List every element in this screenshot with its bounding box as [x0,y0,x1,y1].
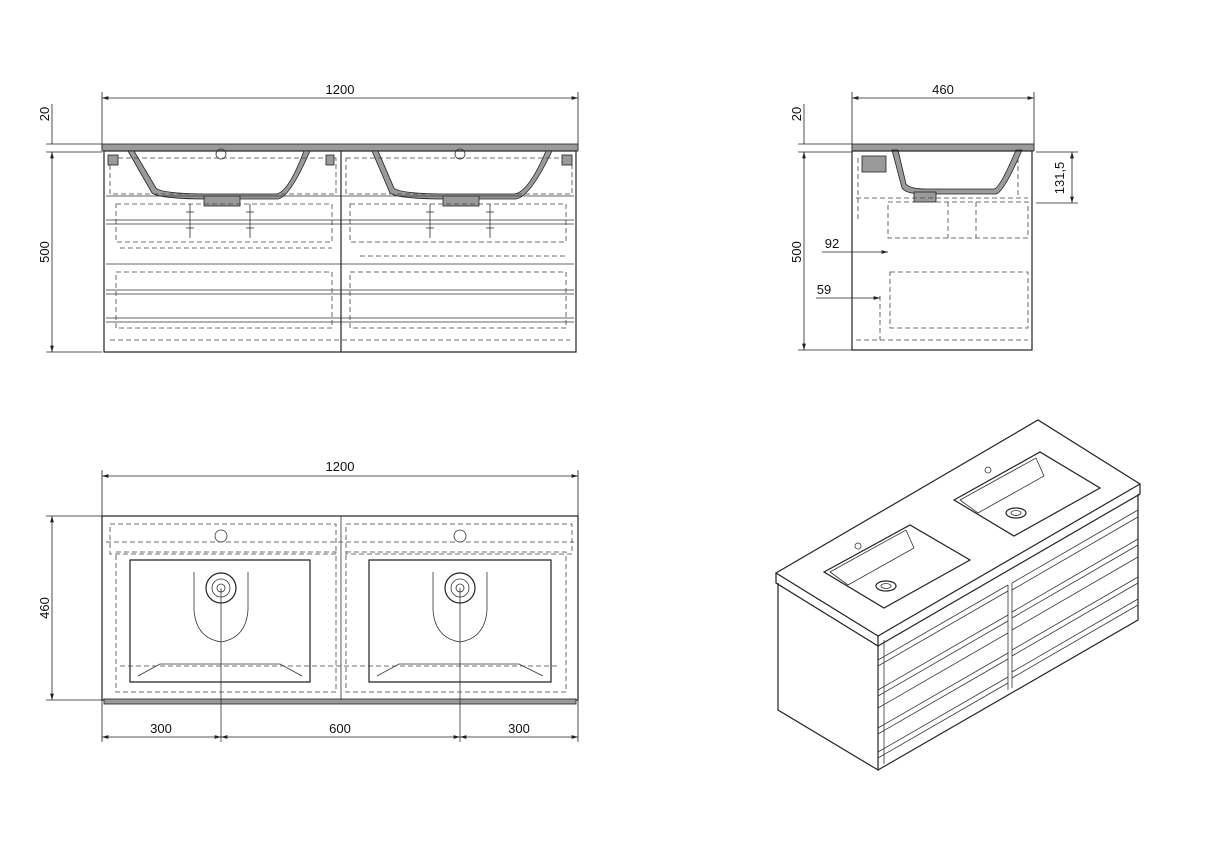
side-basin-depth-label: 131,5 [1052,162,1067,195]
side-top-thickness-label: 20 [789,107,804,121]
side-depth-label: 460 [932,82,954,97]
top-center-spacing-label: 600 [329,721,351,736]
top-width-label: 1200 [326,459,355,474]
top-depth-label: 460 [37,597,52,619]
side-view: 460 20 500 131,5 92 59 [789,82,1078,351]
front-width-label: 1200 [326,82,355,97]
side-offset-lower-label: 59 [817,282,831,297]
top-left-offset-label: 300 [150,721,172,736]
top-right-offset-label: 300 [508,721,530,736]
side-offset-upper-label: 92 [825,236,839,251]
front-top-thickness-label: 20 [37,107,52,121]
top-view: 1200 460 [37,459,579,742]
isometric-view [774,419,1142,772]
front-height-label: 500 [37,241,52,263]
front-view: 1200 20 500 [37,82,579,353]
side-height-label: 500 [789,241,804,263]
